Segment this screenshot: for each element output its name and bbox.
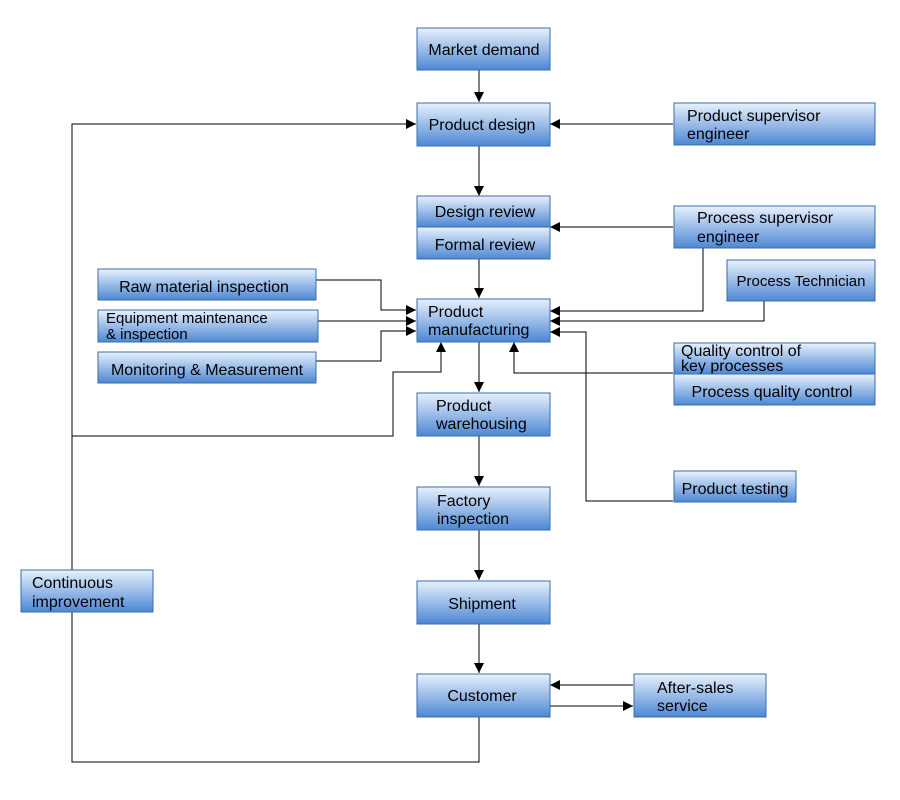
node-label: Monitoring & Measurement	[111, 362, 304, 379]
edge-raw-material-to-manufacturing	[316, 279, 416, 315]
node-shipment: Shipment	[416, 580, 551, 625]
node-label-line1: Continuous	[32, 575, 113, 592]
node-monitoring-measurement: Monitoring & Measurement	[97, 351, 317, 384]
node-label: Raw material inspection	[119, 279, 289, 296]
edge-improvement-to-manufacturing	[72, 342, 446, 437]
node-label: Design review	[435, 204, 536, 221]
node-label: Product testing	[682, 481, 789, 498]
node-label-line1: Process supervisor	[697, 210, 834, 227]
edge-quality-to-manufacturing	[509, 342, 673, 374]
edge-improvement-to-design	[71, 119, 416, 570]
node-product-testing: Product testing	[673, 470, 797, 503]
node-product-supervisor-engineer: Product supervisor engineer	[673, 102, 876, 146]
node-equipment-maintenance: Equipment maintenance & inspection	[97, 309, 319, 343]
node-label-line1: Product	[436, 398, 492, 415]
node-market-demand: Market demand	[416, 27, 551, 71]
node-product-manufacturing: Product manufacturing	[416, 298, 551, 343]
node-label-line1: Equipment maintenance	[106, 310, 268, 327]
node-label-line2: key processes	[681, 358, 783, 375]
node-design-review: Design review	[416, 195, 551, 228]
node-continuous-improvement: Continuous improvement	[20, 569, 154, 613]
node-product-warehousing: Product warehousing	[416, 392, 551, 437]
node-label: Formal review	[435, 237, 536, 254]
node-product-design: Product design	[416, 102, 551, 147]
node-label-line2: engineer	[687, 126, 750, 143]
node-raw-material-inspection: Raw material inspection	[97, 268, 317, 301]
node-label-line1: After-sales	[657, 680, 733, 697]
node-label-line1: Product supervisor	[687, 108, 821, 125]
edge-process-supervisor-to-manufacturing	[550, 248, 704, 316]
node-label-line1: Factory	[437, 493, 490, 510]
node-label: Market demand	[428, 42, 539, 59]
node-label-line2: manufacturing	[428, 322, 529, 339]
node-label-line2: inspection	[437, 511, 509, 528]
node-label: Product design	[429, 117, 536, 134]
node-process-quality-control: Process quality control	[673, 373, 876, 406]
node-factory-inspection: Factory inspection	[416, 486, 551, 531]
edge-technician-to-manufacturing	[550, 301, 765, 326]
node-label-line2: engineer	[697, 229, 760, 246]
node-customer: Customer	[416, 673, 551, 718]
node-process-supervisor-engineer: Process supervisor engineer	[673, 205, 876, 249]
node-after-sales-service: After-sales service	[633, 673, 767, 718]
node-quality-control-key-processes: Quality control of key processes	[673, 342, 876, 375]
node-label-line1: Product	[428, 304, 484, 321]
node-label-line2: & inspection	[106, 326, 188, 343]
node-label: Customer	[447, 688, 517, 705]
node-formal-review: Formal review	[416, 226, 551, 260]
node-label-line2: improvement	[32, 594, 125, 611]
node-process-technician: Process Technician	[726, 259, 876, 302]
node-label-line2: service	[657, 698, 708, 715]
node-label: Process quality control	[692, 384, 853, 401]
node-label: Shipment	[448, 596, 516, 613]
edge-customer-to-improvement	[71, 612, 480, 763]
node-label-line1: Quality control of	[681, 343, 802, 360]
edges	[71, 70, 765, 763]
edge-monitoring-to-manufacturing	[316, 326, 416, 362]
node-label-line2: warehousing	[435, 416, 527, 433]
edge-testing-to-manufacturing	[550, 327, 673, 502]
node-label: Process Technician	[737, 273, 866, 290]
